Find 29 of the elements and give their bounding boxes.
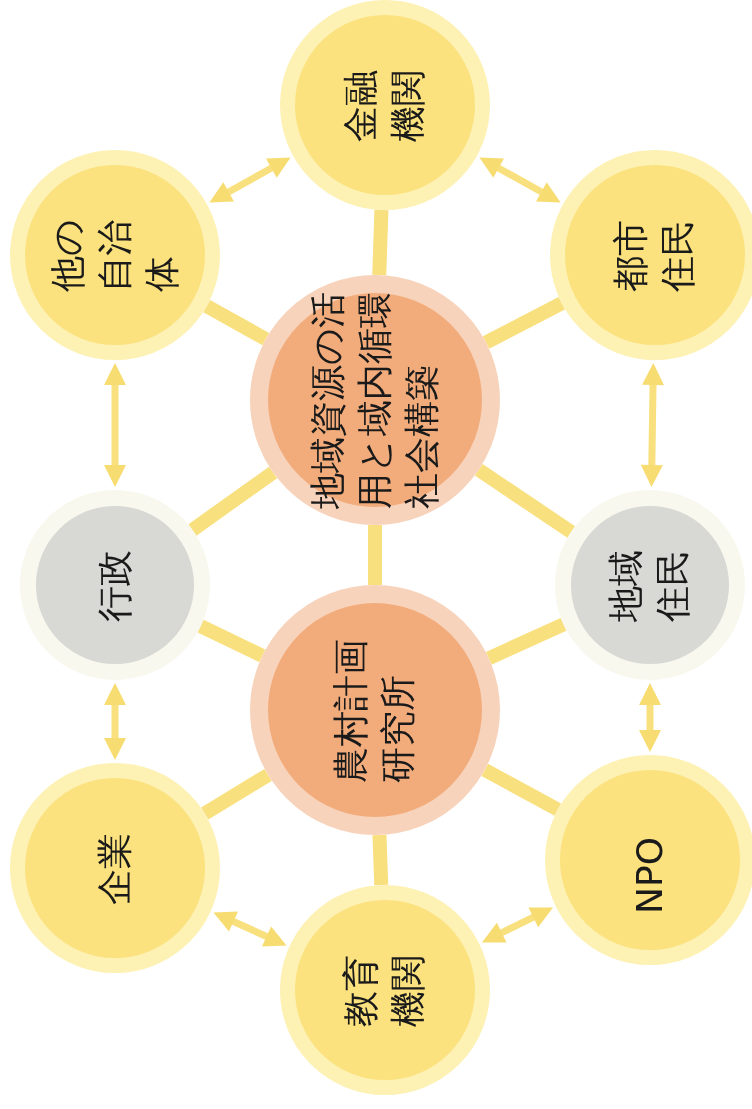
connector-bar [474,463,576,538]
double-arrow [479,157,561,203]
circle-label: 地域住民 [604,548,694,622]
double-arrow [481,907,554,943]
double-arrow [640,363,665,487]
connector-bar [372,209,389,276]
connector-bar [197,619,266,663]
circle-label: 教育機関 [339,953,429,1027]
circle-label: 農村計画研究所 [329,637,419,783]
circle-label: 他の自治体 [45,218,183,292]
connector-bar [368,525,382,585]
connector-bar [188,466,278,536]
circle-label: 行政 [92,548,136,622]
circle-label: 企業 [92,831,136,905]
circle-label: NPO [627,836,671,914]
circle-label: 地域資源の活用と域内循環社会構築 [305,291,443,509]
connector-bar [372,834,389,886]
double-arrow [209,157,291,203]
double-arrow [213,911,287,947]
connector-bar [485,617,567,665]
double-arrow [104,683,126,760]
circle-label: 都市住民 [609,218,699,292]
circle-label: 金融機関 [339,68,429,142]
double-arrow [104,363,126,487]
double-arrow [639,683,661,752]
connector-bar [482,297,565,349]
connector-bar [203,300,270,346]
connector-bar [201,768,272,820]
connector-bar [481,763,562,816]
